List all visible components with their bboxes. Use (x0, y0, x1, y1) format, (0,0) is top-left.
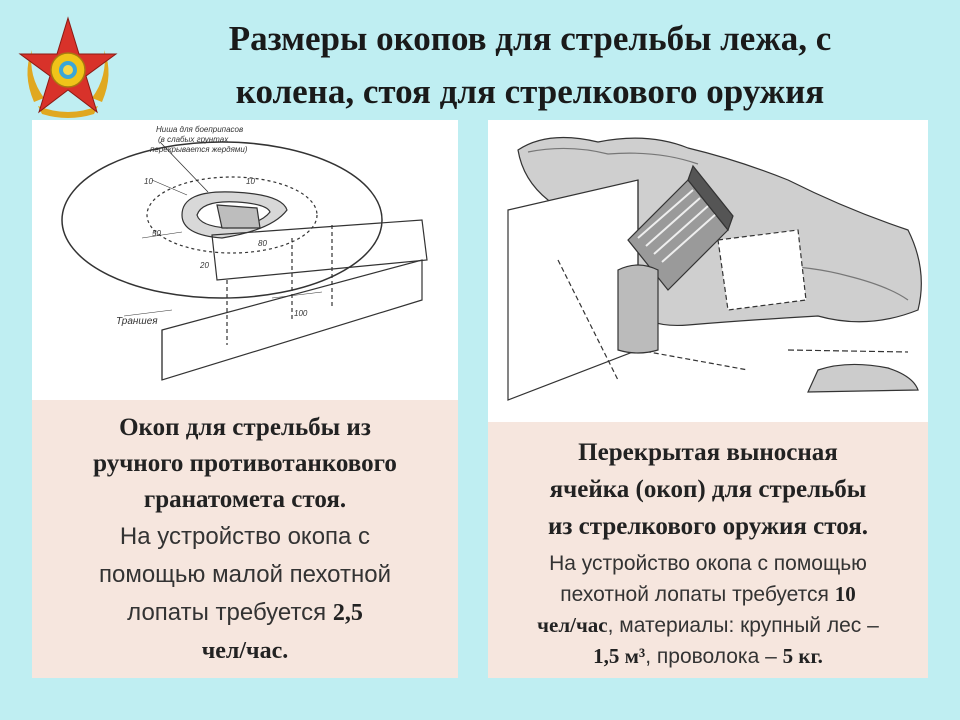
label-dim-c: 50 (152, 229, 161, 238)
right-cell-diagram (488, 120, 928, 422)
right-body-line-3-text: , материалы: крупный лес – (607, 614, 879, 637)
left-body-line-1: На устройство окопа с (119, 523, 371, 550)
left-body-line-3-text: лопаты требуется (127, 599, 333, 626)
right-body-line-4: 1,5 м³, проволока – 5 кг. (500, 641, 916, 672)
label-dim-b: 10 (246, 177, 255, 186)
label-dim-f: 80 (258, 239, 267, 248)
left-heading-line-1: Окоп для стрельбы из (119, 414, 371, 441)
labor-unit-left: чел/час. (201, 638, 289, 664)
left-caption-body: На устройство окопа с помощью малой пехо… (46, 518, 444, 670)
label-niche-3: перекрывается жердями) (150, 145, 248, 154)
labor-value-right: 10 (834, 582, 856, 606)
label-dim-e: 100 (294, 309, 308, 318)
right-heading-line-1: Перекрытая выносная (578, 439, 838, 466)
right-body-line-1: На устройство окопа с помощью (549, 552, 867, 575)
page-title: Размеры окопов для стрельбы лежа, с коле… (130, 12, 930, 118)
label-dim-d: 20 (199, 261, 209, 270)
label-niche-1: Ниша для боеприпасов (156, 125, 243, 134)
labor-value-left: 2,5 (332, 600, 363, 626)
labor-unit-right: чел/час (537, 613, 608, 637)
left-trench-diagram: Ниша для боеприпасов (в слабых грунтах п… (32, 120, 458, 400)
right-body-line-2-text: пехотной лопаты требуется (560, 583, 835, 606)
right-heading-line-2: ячейка (окоп) для стрельбы (549, 476, 867, 503)
left-caption-heading: Окоп для стрельбы из ручного противотанк… (46, 410, 444, 518)
title-line-1: Размеры окопов для стрельбы лежа, с (228, 19, 832, 58)
label-niche-2: (в слабых грунтах (158, 135, 229, 144)
star-emblem-icon (14, 14, 122, 122)
left-body-line-2: помощью малой пехотной (98, 561, 392, 588)
timber-value: 1,5 м³ (593, 644, 646, 668)
wire-value: 5 кг. (782, 644, 823, 668)
right-caption-heading: Перекрытая выносная ячейка (окоп) для ст… (500, 434, 916, 545)
left-heading-line-3: гранатомета стоя. (143, 486, 347, 513)
label-trench: Траншея (116, 316, 158, 327)
left-body-line-4: чел/час. (46, 632, 444, 670)
label-dim-a: 10 (144, 177, 153, 186)
left-caption: Окоп для стрельбы из ручного противотанк… (32, 400, 458, 678)
right-caption: Перекрытая выносная ячейка (окоп) для ст… (488, 422, 928, 678)
right-body-line-3: чел/час, материалы: крупный лес – (500, 610, 916, 641)
title-line-2: колена, стоя для стрелкового оружия (235, 72, 825, 111)
right-heading-line-3: из стрелкового оружия стоя. (547, 513, 869, 540)
left-heading-line-2: ручного противотанкового (93, 450, 397, 477)
right-body-line-2: пехотной лопаты требуется 10 (500, 579, 916, 610)
right-caption-body: На устройство окопа с помощью пехотной л… (500, 549, 916, 672)
left-body-line-3: лопаты требуется 2,5 (46, 594, 444, 632)
right-body-line-4-text: , проволока – (645, 645, 783, 668)
